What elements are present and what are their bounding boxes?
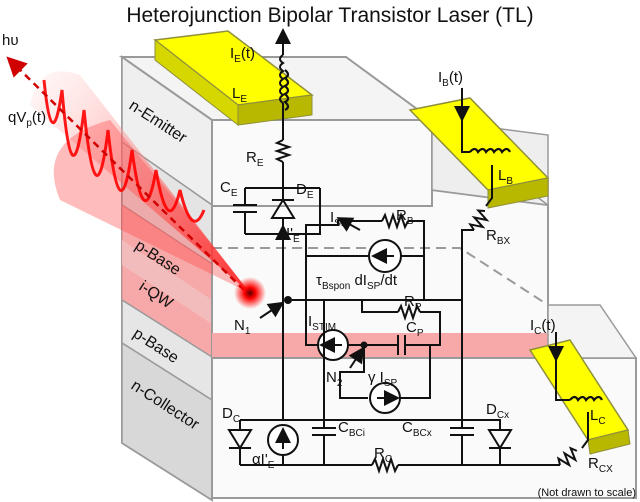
- de-loop: [245, 188, 321, 235]
- le-coil: [279, 54, 285, 104]
- re-resistor: [273, 139, 293, 163]
- tau-label: τBspon dISP/dt: [316, 272, 398, 292]
- base-bus-up: [461, 229, 474, 300]
- rcx-to-lc: [581, 412, 589, 449]
- rp-label: RP: [404, 293, 422, 313]
- photon-label: hυ: [2, 32, 19, 49]
- rbx-label: RBX: [486, 227, 511, 247]
- rbx-resistor: [468, 209, 490, 231]
- isp-label: ISP: [330, 209, 348, 229]
- rp-right: [420, 311, 441, 346]
- rc-label: RC: [374, 445, 392, 465]
- emission-spot: [234, 277, 266, 309]
- le-inductor: [283, 69, 290, 111]
- lc-label: LC: [590, 407, 606, 427]
- rcx-label: RCX: [588, 455, 613, 475]
- gamma-right: [400, 345, 431, 399]
- circuit-labels: IE(t) LE IB(t) LB RE CE DE I'E ISP RB RB…: [220, 45, 613, 475]
- beam-wave: [42, 79, 206, 223]
- ib-label: IB(t): [438, 69, 463, 89]
- collector-pad-side: [587, 429, 631, 455]
- cp-label: CP: [406, 319, 424, 339]
- rb-resistor: [381, 211, 409, 231]
- qw-band-light: [122, 240, 212, 324]
- rb-right: [402, 220, 425, 257]
- diagram-title: Heterojunction Bipolar Transistor Laser …: [126, 4, 533, 27]
- dcx-label: DCx: [486, 401, 509, 421]
- rc-resistor: [371, 455, 399, 475]
- ie-label: IE(t): [230, 45, 255, 65]
- alpha-ie-label: αI'E: [252, 451, 275, 471]
- n1-pointer: [259, 301, 285, 319]
- photon-arrow: [6, 56, 245, 291]
- ic-label: IC(t): [530, 317, 556, 337]
- le-label: LE: [232, 85, 247, 105]
- scale-note: (Not drawn to scale): [538, 487, 636, 499]
- istim-label: ISTIM: [308, 313, 336, 333]
- lb-lead: [461, 120, 470, 153]
- n2-pointer: [348, 346, 365, 369]
- n1-label: N1: [234, 317, 251, 337]
- rb-label: RB: [396, 207, 414, 227]
- gamma-left: [339, 365, 368, 399]
- ce-label: CE: [220, 179, 238, 199]
- device-block: [118, 55, 638, 502]
- lb-inductor: [469, 147, 511, 154]
- modulation-label: qVp(t): [8, 109, 46, 129]
- lc-inductor: [569, 395, 603, 402]
- collector-layer-face: [121, 341, 213, 502]
- dashed-guide: [212, 247, 549, 306]
- re-label: RE: [246, 149, 264, 169]
- dc-label: DC: [222, 405, 240, 425]
- dcx-diode: [487, 429, 513, 450]
- rp-resistor: [397, 302, 421, 322]
- dc-diode: [227, 429, 253, 450]
- n1-to-istim: [305, 300, 318, 346]
- n1-to-isp: [288, 255, 368, 301]
- rp-left: [361, 300, 398, 313]
- laser-beam: [6, 56, 266, 309]
- cbcx-label: CBCx: [402, 419, 432, 439]
- dcx-top: [462, 419, 501, 430]
- n2-label: N2: [326, 369, 343, 389]
- lb-label: LB: [498, 167, 513, 187]
- rbx-to-lb: [485, 165, 493, 207]
- lc-lead: [555, 360, 570, 401]
- ie-prime-label: I'E: [286, 225, 300, 245]
- rcx-resistor: [556, 446, 578, 468]
- de-label: DE: [296, 181, 314, 201]
- cbci-label: CBCi: [338, 419, 365, 439]
- gamma-label: γ ISP: [368, 369, 398, 389]
